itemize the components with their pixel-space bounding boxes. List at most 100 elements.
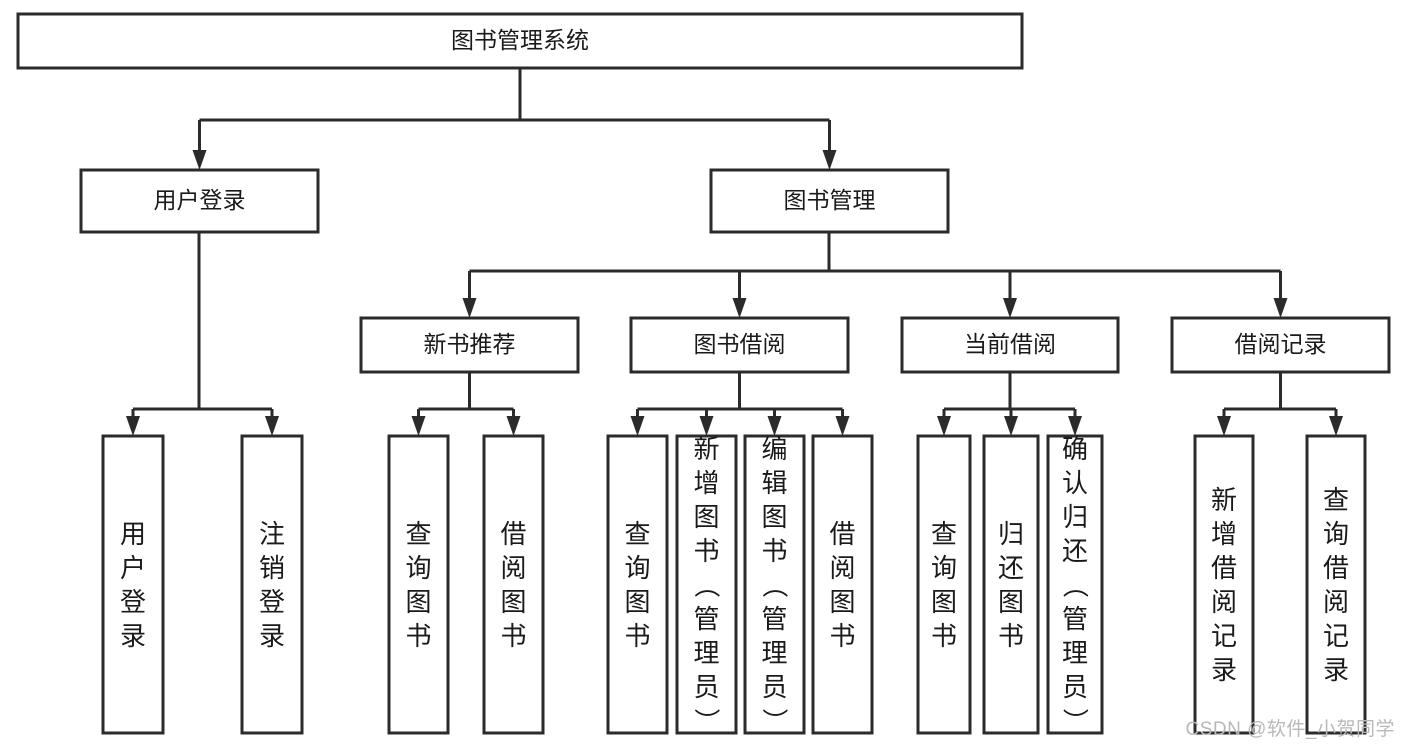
leaf-label-char: 图	[998, 587, 1024, 617]
arrow-down-icon	[1217, 416, 1231, 436]
leaf-label-char: 增	[693, 468, 719, 498]
node-level3-label-2: 当前借阅	[964, 331, 1056, 357]
arrow-down-icon	[1068, 416, 1082, 436]
node-root-label: 图书管理系统	[451, 27, 589, 53]
arrow-down-icon	[1004, 416, 1018, 436]
leaf-label-char: 辑	[761, 468, 787, 498]
leaf-label-char: 记	[1211, 621, 1237, 651]
node-leaf-box-11	[1193, 434, 1255, 735]
leaf-label-char: 书	[693, 536, 719, 566]
leaf-label-char: 书	[405, 621, 431, 651]
leaf-label-char: 书	[500, 621, 526, 651]
leaf-label-char: 管	[761, 604, 787, 634]
leaf-label-char: 归	[1062, 502, 1088, 532]
leaf-label-char: 归	[998, 519, 1024, 549]
node-level3-box-2	[900, 316, 1120, 374]
watermark-text: CSDN @软件_小贺同学	[1185, 719, 1395, 740]
leaf-label-char: 户	[120, 553, 146, 583]
node-leaf-box-1	[240, 434, 304, 735]
leaf-label-char: 阅	[1211, 587, 1237, 617]
node-leaf-box-9	[982, 434, 1040, 735]
leaf-label-char: 图	[761, 502, 787, 532]
node-level3-label-1: 图书借阅	[694, 331, 786, 357]
leaf-label-char: 图	[624, 587, 650, 617]
leaf-label-char: ）	[1060, 708, 1090, 734]
leaf-label-char: 借	[500, 519, 526, 549]
leaf-label-char: 录	[259, 621, 285, 651]
leaf-label-char: 询	[1323, 519, 1349, 549]
leaf-label-char: ）	[760, 708, 790, 734]
leaf-label-char: 查	[624, 519, 650, 549]
node-leaf-box-5	[675, 434, 738, 735]
leaf-label-char: （	[760, 572, 790, 598]
node-level2-box-1	[709, 168, 950, 234]
leaf-label-char: 新	[693, 434, 719, 464]
leaf-label-char: 员	[693, 672, 719, 702]
node-leaf-box-4	[606, 434, 669, 735]
leaf-label-char: 书	[931, 621, 957, 651]
leaf-label-char: 书	[829, 621, 855, 651]
arrow-down-icon	[462, 298, 477, 318]
leaf-label-char: 确	[1062, 434, 1088, 464]
node-leaf-box-7	[811, 434, 874, 735]
node-level2-box-0	[79, 168, 320, 234]
node-level3-label-3: 借阅记录	[1235, 331, 1327, 357]
leaf-label-char: 认	[1062, 468, 1088, 498]
leaf-label-char: 还	[998, 553, 1024, 583]
leaf-label-char: 管	[1062, 604, 1088, 634]
leaf-label-char: 员	[1062, 672, 1088, 702]
leaf-label-char: 记	[1323, 621, 1349, 651]
leaf-label-char: 阅	[1323, 587, 1349, 617]
leaf-label-char: 图	[405, 587, 431, 617]
leaf-label-char: 登	[120, 587, 146, 617]
arrow-down-icon	[126, 416, 140, 436]
node-leaf-box-10	[1046, 434, 1104, 735]
leaf-label-char: 查	[931, 519, 957, 549]
node-root-box	[16, 12, 1024, 70]
leaf-label-char: 询	[624, 553, 650, 583]
leaf-label-char: 图	[693, 502, 719, 532]
leaf-label-char: 登	[259, 587, 285, 617]
leaf-label-char: 录	[1211, 655, 1237, 685]
leaf-label-char: 阅	[500, 553, 526, 583]
arrow-down-icon	[630, 416, 645, 436]
node-level3-box-0	[359, 316, 580, 374]
arrow-down-icon	[835, 416, 850, 436]
node-level2-label-0: 用户登录	[154, 187, 246, 213]
leaf-label-char: 还	[1062, 536, 1088, 566]
leaf-label-char: 查	[1323, 485, 1349, 515]
leaf-label-char: 注	[259, 519, 285, 549]
arrow-down-icon	[192, 150, 207, 170]
leaf-label-char: 图	[931, 587, 957, 617]
node-leaf-box-2	[387, 434, 450, 735]
leaf-label-char: 借	[829, 519, 855, 549]
leaf-label-char: 书	[624, 621, 650, 651]
node-leaf-label-0: 用户登录	[120, 519, 146, 651]
leaf-label-char: 销	[259, 553, 285, 583]
leaf-label-char: 增	[1211, 519, 1237, 549]
leaf-label-char: 编	[761, 434, 787, 464]
leaf-label-char: 录	[120, 621, 146, 651]
leaf-label-char: 书	[761, 536, 787, 566]
leaf-label-char: 查	[405, 519, 431, 549]
leaf-label-char: 图	[829, 587, 855, 617]
arrow-down-icon	[767, 416, 782, 436]
leaf-label-char: 询	[931, 553, 957, 583]
arrow-down-icon	[265, 416, 279, 436]
arrow-down-icon	[732, 298, 747, 318]
leaf-label-char: 阅	[829, 553, 855, 583]
arrow-down-icon	[506, 416, 521, 436]
leaf-label-char: 理	[761, 638, 787, 668]
leaf-label-char: ）	[692, 708, 722, 734]
